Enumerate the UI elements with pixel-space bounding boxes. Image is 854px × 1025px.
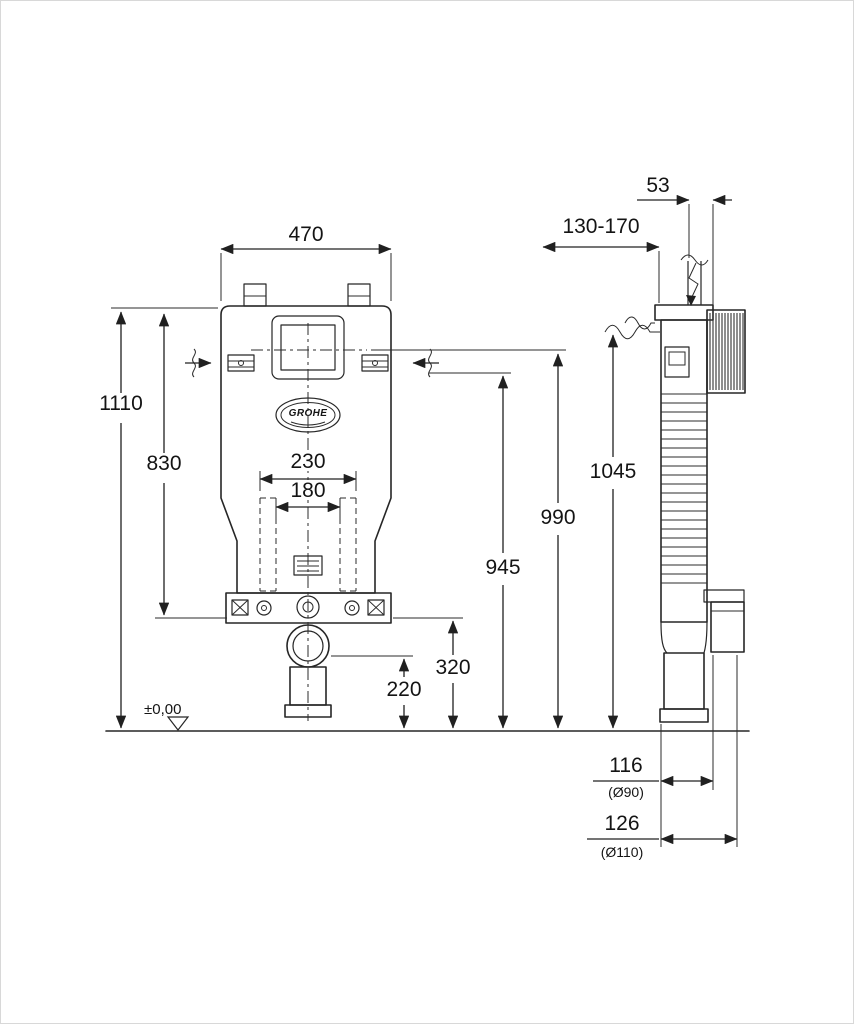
side-body	[660, 319, 708, 623]
level-symbol	[166, 716, 190, 731]
floor-level: ±0,00	[144, 701, 190, 731]
side-outlet	[659, 589, 745, 723]
dim-130-170-label: 130-170	[562, 215, 639, 238]
dim-1110-label: 1110	[99, 392, 143, 415]
dim-126-diameter: (Ø110)	[601, 844, 644, 860]
supply-pipe	[680, 254, 709, 306]
dim-53: 53	[637, 174, 732, 306]
dim-945-label: 945	[485, 556, 520, 579]
supply-flow-arrowhead	[686, 295, 696, 306]
wc-connector	[710, 601, 745, 653]
cut-arrow-left	[185, 348, 212, 378]
side-flush-unit	[664, 346, 690, 378]
dim-1045-label: 1045	[590, 460, 637, 483]
adjuster-right	[361, 354, 389, 372]
dim-1110: 1110	[99, 307, 218, 729]
side-break-line	[624, 316, 655, 330]
side-top-cap	[654, 304, 714, 321]
dim-320: 320	[393, 617, 471, 729]
dim-230-label: 230	[290, 450, 325, 473]
dim-830: 830	[146, 313, 227, 619]
supply-flow-arrow	[688, 262, 699, 300]
dim-116: 116 (Ø90)	[593, 754, 714, 800]
cut-arrow-right	[412, 348, 439, 378]
dim-53-label: 53	[646, 174, 669, 197]
dim-180-label: 180	[290, 479, 325, 502]
dim-470: 470	[220, 223, 392, 301]
brand-logo-text: GROHE	[289, 408, 328, 419]
dim-180: 180	[275, 479, 341, 519]
adjuster-left	[227, 354, 255, 372]
dim-230: 230	[259, 450, 357, 491]
dim-1045: 1045	[590, 324, 660, 729]
dim-220-label: 220	[386, 678, 421, 701]
fixing-hole-left	[256, 600, 272, 616]
outlet-extension-lines	[660, 655, 738, 847]
dim-220: 220	[331, 655, 422, 729]
side-body-ribs	[661, 393, 707, 584]
dim-320-label: 320	[435, 656, 470, 679]
dim-116-diameter: (Ø90)	[608, 784, 644, 800]
dim-830-label: 830	[146, 452, 181, 475]
dim-945: 945	[429, 372, 521, 729]
inlet-cylinder	[706, 309, 746, 394]
fixing-hole-right	[344, 600, 360, 616]
dim-126: 126 (Ø110)	[587, 812, 738, 860]
front-view: GROHE	[185, 283, 439, 721]
dim-130-170: 130-170	[542, 215, 660, 303]
dimensions: 470 53 130-170 1110 830	[99, 174, 738, 860]
floor-level-label: ±0,00	[144, 701, 181, 718]
mounting-tab-right	[347, 283, 371, 307]
side-flush-unit-detail	[668, 351, 686, 366]
side-view	[624, 254, 746, 723]
dim-990: 990	[371, 349, 576, 729]
dim-470-label: 470	[288, 223, 323, 246]
mounting-tab-left	[243, 283, 267, 307]
wc-connector-bracket	[703, 589, 745, 603]
dim-126-label: 126	[604, 812, 639, 835]
dim-116-label: 116	[609, 754, 642, 777]
dim-990-label: 990	[540, 506, 575, 529]
